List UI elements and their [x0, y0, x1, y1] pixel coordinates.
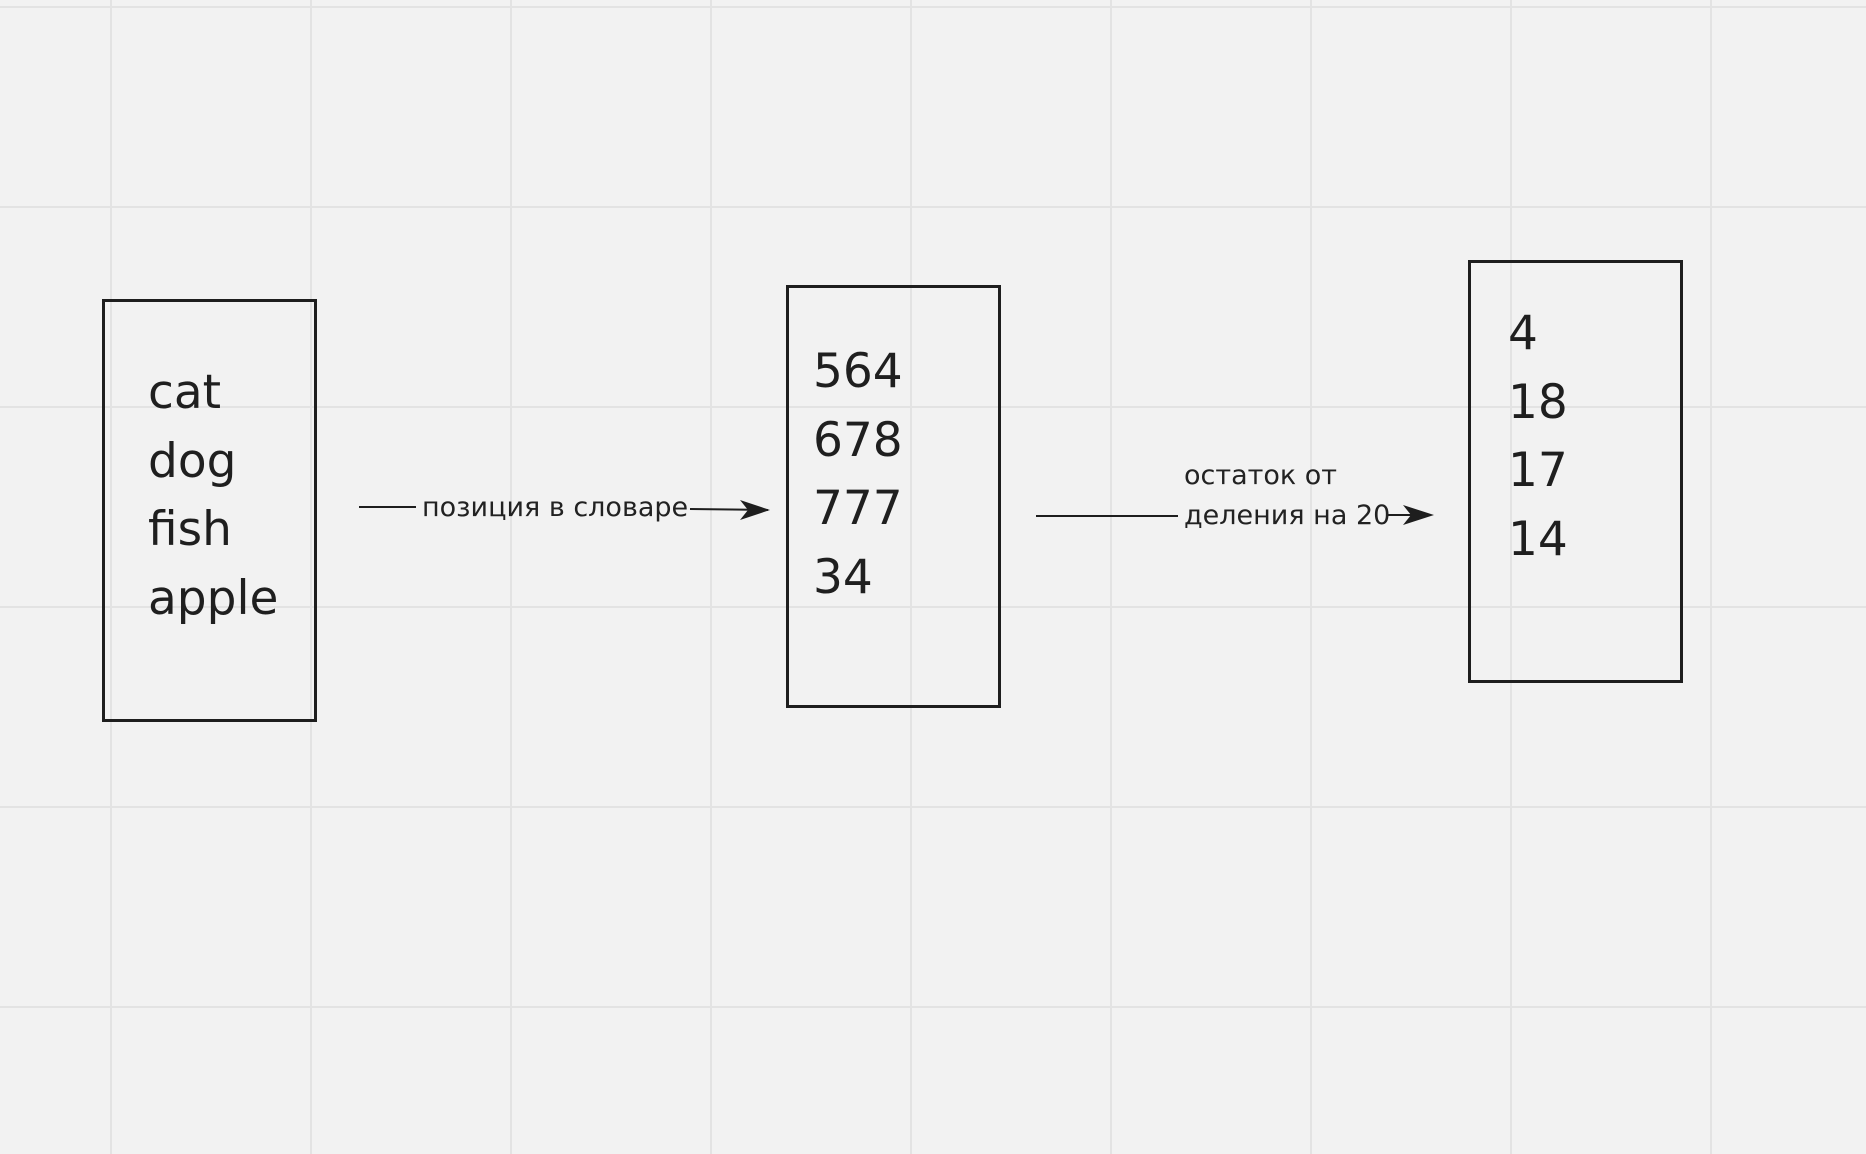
position-item: 678 [813, 412, 903, 468]
words-list: cat dog fish apple [148, 359, 278, 633]
positions-box[interactable]: 564 678 777 34 [786, 285, 1001, 708]
position-item: 564 [813, 344, 903, 399]
remainder-label-line1: остаток от [1184, 460, 1338, 491]
position-edge-label: позиция в словаре [422, 492, 689, 523]
remainders-box[interactable]: 4 18 17 14 [1468, 260, 1683, 683]
arrowhead-remainder [1403, 505, 1434, 525]
position-item: 34 [813, 549, 873, 605]
arrowhead-position [740, 500, 770, 520]
word-item: fish [148, 502, 232, 557]
remainder-edge-label: остаток от деления на 20 [1184, 456, 1390, 536]
remainder-item: 4 [1508, 306, 1538, 361]
word-item: cat [148, 365, 222, 420]
word-item: dog [148, 433, 237, 489]
words-box[interactable]: cat dog fish apple [102, 299, 317, 722]
word-item: apple [148, 570, 279, 626]
positions-list: 564 678 777 34 [813, 338, 903, 612]
remainder-item: 18 [1508, 374, 1568, 430]
remainder-label-line2: деления на 20 [1184, 500, 1391, 531]
position-item: 777 [813, 481, 903, 536]
remainders-list: 4 18 17 14 [1508, 300, 1568, 574]
remainder-item: 14 [1508, 511, 1568, 567]
remainder-item: 17 [1508, 443, 1568, 498]
